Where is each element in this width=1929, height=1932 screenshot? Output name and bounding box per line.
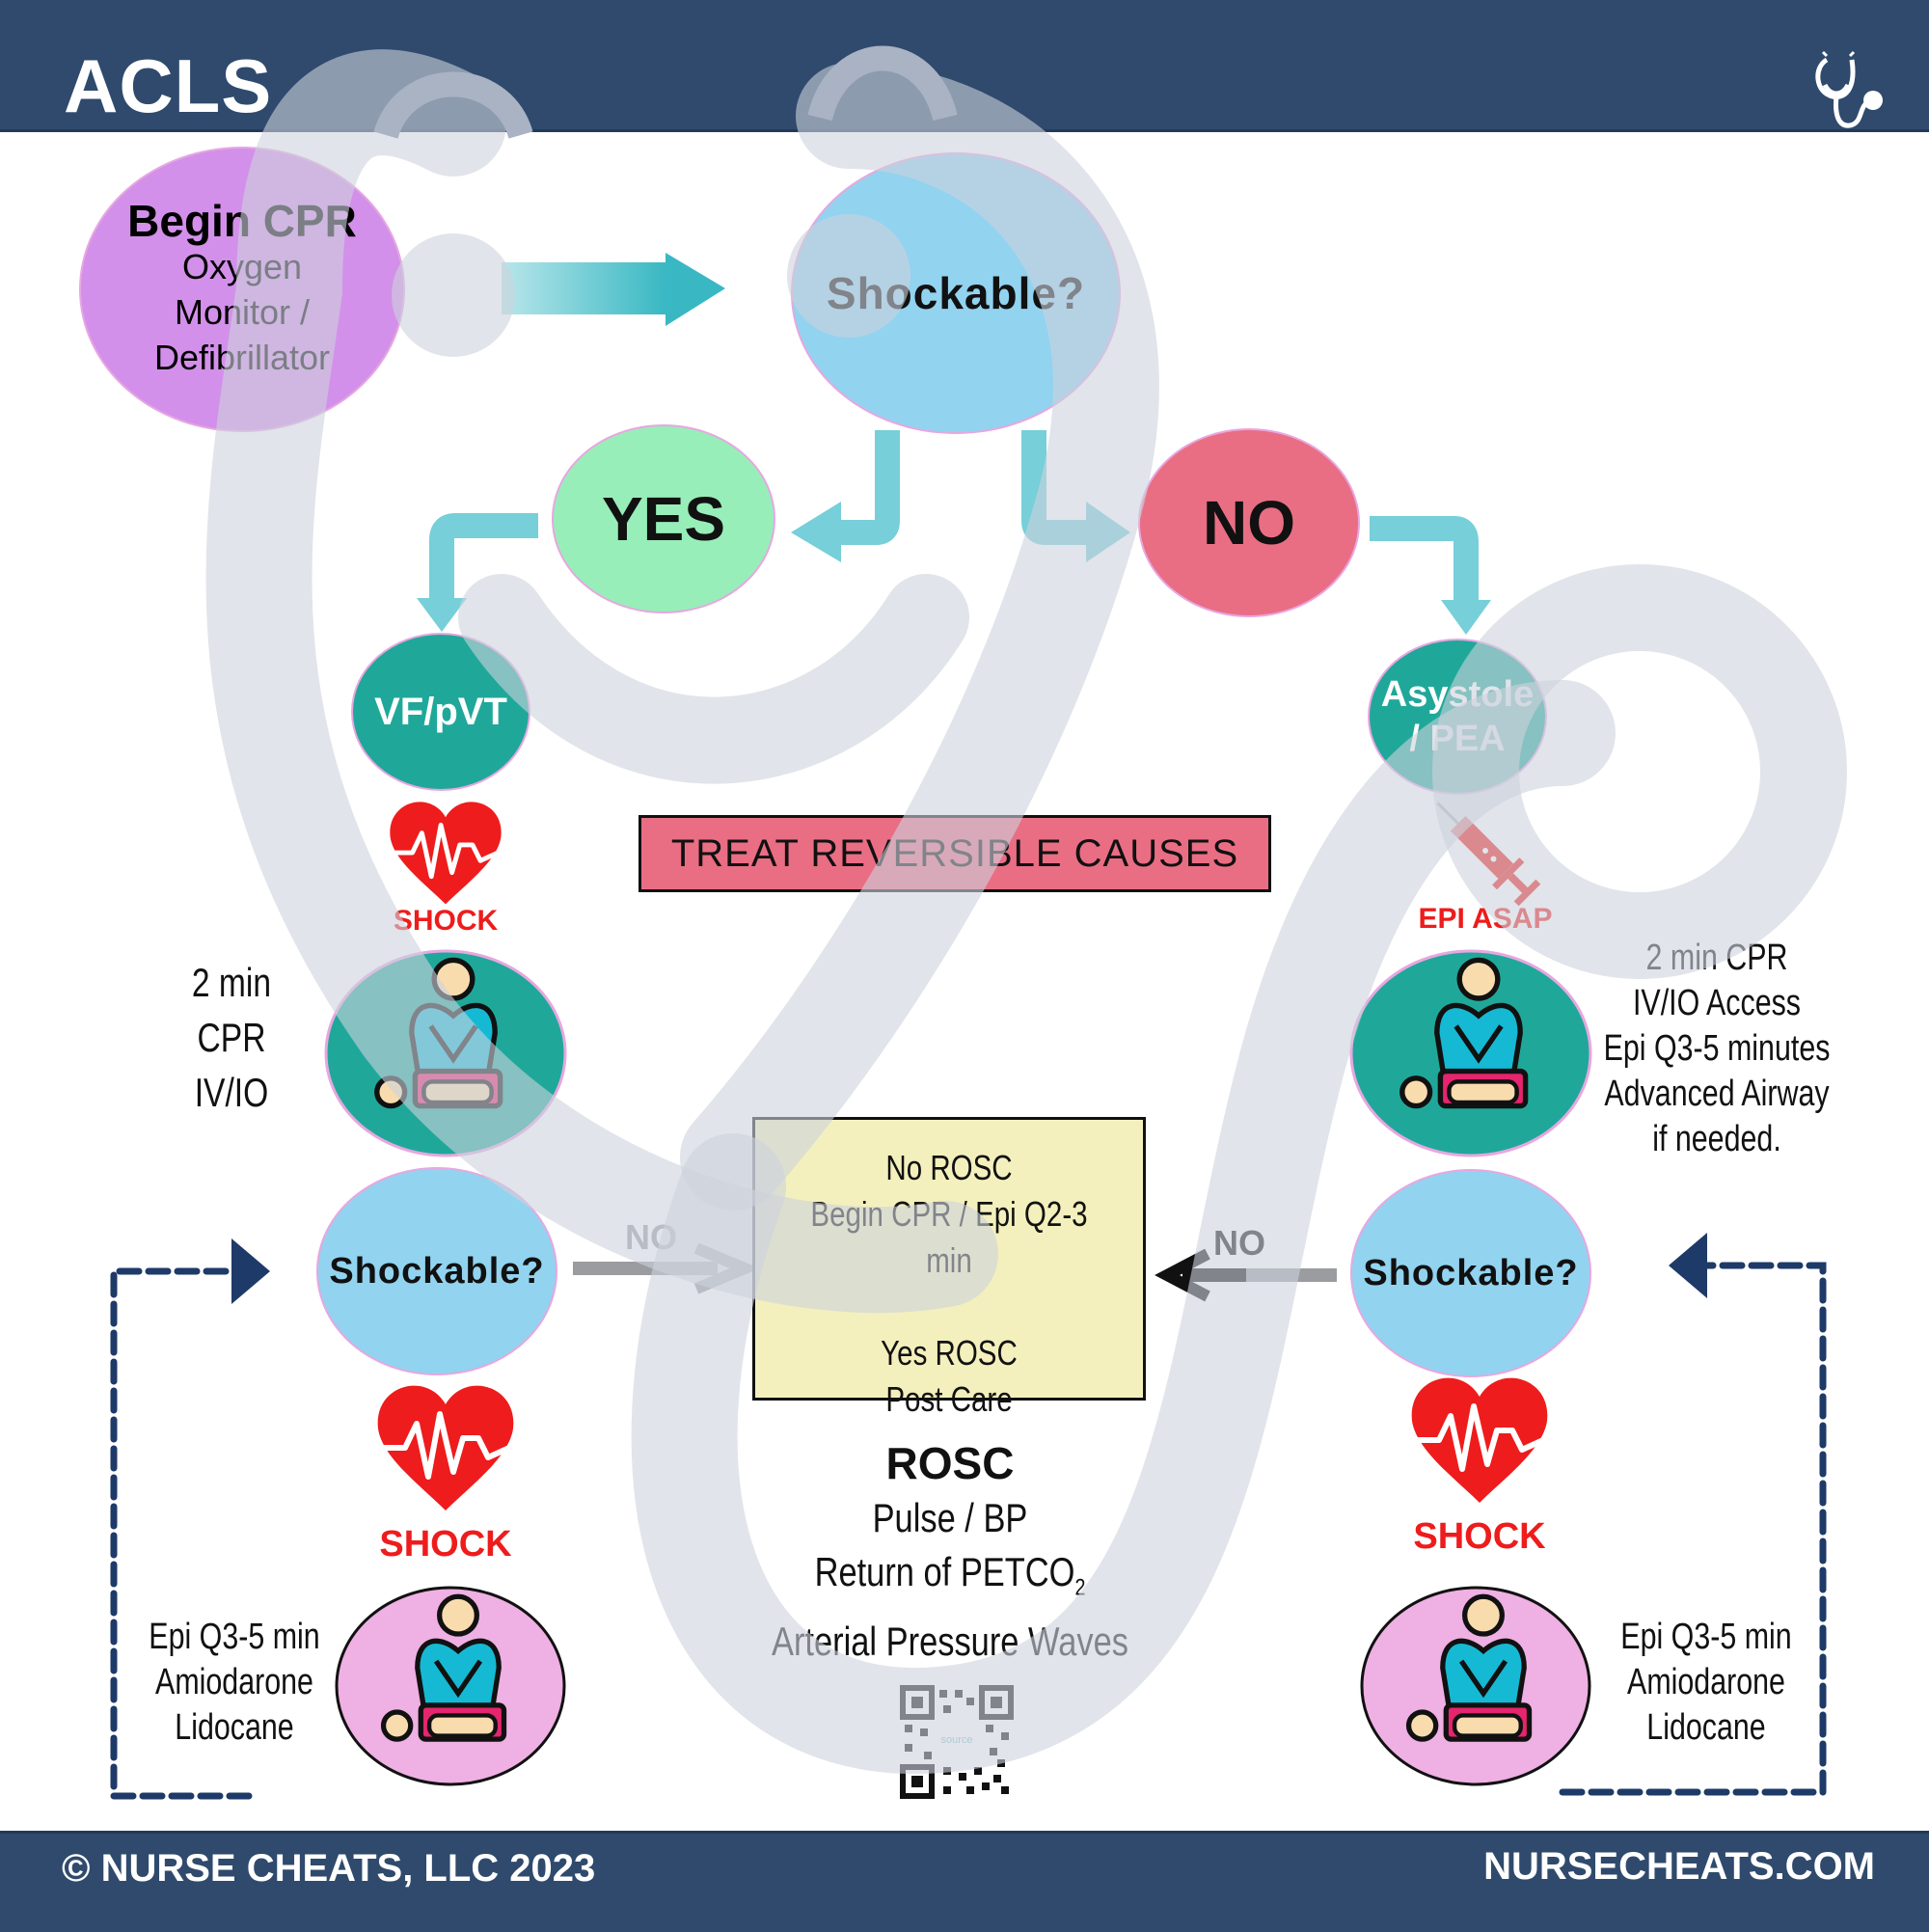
right-cpr-notes: 2 min CPR IV/IO Access Epi Q3-5 minutes … bbox=[1572, 936, 1861, 1162]
asystole-label: Asystole bbox=[1380, 674, 1535, 715]
cpr-circle-right bbox=[1349, 949, 1592, 1157]
shock-label: SHOCK bbox=[379, 1524, 512, 1565]
no-label: NO bbox=[1203, 488, 1295, 558]
petco-subscript: 2 bbox=[1074, 1574, 1086, 1601]
shockable-label: Shockable? bbox=[329, 1250, 545, 1292]
rosc-title: ROSC bbox=[885, 1438, 1015, 1488]
epi-asap-label: EPI ASAP bbox=[1418, 903, 1553, 935]
yes-node: YES bbox=[552, 424, 775, 613]
syringe-icon bbox=[1436, 802, 1541, 907]
no-arrow-label-right: NO bbox=[1213, 1223, 1265, 1263]
note-line: if needed. bbox=[1652, 1119, 1781, 1159]
note-line: Lidocane bbox=[1646, 1707, 1766, 1748]
begin-cpr-line: Defibrillator bbox=[153, 338, 331, 377]
copyright-text: © NURSE CHEATS, LLC 2023 bbox=[62, 1847, 596, 1890]
note-line: Amiodarone bbox=[1627, 1662, 1785, 1702]
vf-pvt-label: VF/pVT bbox=[374, 690, 507, 733]
website-link[interactable]: NURSECHEATS.COM bbox=[1483, 1845, 1875, 1888]
dashed-loop-right bbox=[1559, 1233, 1827, 1796]
vf-pvt-node: VF/pVT bbox=[351, 633, 530, 791]
footer-bar: © NURSE CHEATS, LLC 2023 NURSECHEATS.COM bbox=[0, 1831, 1929, 1932]
arrow-shockable-to-yes bbox=[791, 430, 900, 562]
heart-shock-icon bbox=[390, 802, 501, 904]
no-arrow-label-left: NO bbox=[625, 1217, 677, 1257]
cpr-circle-right-drugs bbox=[1360, 1586, 1591, 1786]
shockable-node-left: Shockable? bbox=[316, 1167, 557, 1375]
note-line: IV/IO Access bbox=[1632, 983, 1802, 1023]
rosc-line: Begin CPR / Epi Q2-3 min bbox=[810, 1194, 1088, 1280]
no-node: NO bbox=[1138, 428, 1360, 617]
rosc-signs: ROSC Pulse / BP Return of PETCO2 Arteria… bbox=[704, 1435, 1196, 1669]
note-line: CPR bbox=[197, 1015, 266, 1060]
heart-shock-icon bbox=[378, 1386, 514, 1510]
left-cpr-notes: 2 min CPR IV/IO bbox=[154, 955, 309, 1120]
stethoscope-smile-icon bbox=[1815, 50, 1883, 128]
begin-cpr-title: Begin CPR bbox=[127, 196, 357, 246]
pea-label: / PEA bbox=[1409, 719, 1506, 759]
begin-cpr-line: Monitor / bbox=[174, 292, 311, 332]
cpr-circle-left bbox=[324, 949, 567, 1157]
arrow-begin-to-shockable bbox=[502, 253, 725, 326]
note-line: 2 min bbox=[191, 960, 272, 1005]
note-line: Epi Q3-5 minutes bbox=[1603, 1028, 1831, 1069]
rosc-line: Post Care bbox=[885, 1379, 1013, 1419]
shock-label: SHOCK bbox=[393, 905, 499, 937]
rosc-sign-line: Pulse / BP bbox=[872, 1495, 1028, 1540]
qr-source-label: source bbox=[932, 1734, 982, 1746]
begin-cpr-line: Oxygen bbox=[181, 247, 303, 286]
shockable-label: Shockable? bbox=[826, 268, 1086, 318]
rosc-line: No ROSC bbox=[885, 1148, 1013, 1187]
petco-text: Return of PETCO bbox=[814, 1549, 1075, 1594]
heart-shock-icon bbox=[1412, 1378, 1548, 1503]
arrow-shockable-to-no bbox=[1021, 430, 1130, 562]
yes-label: YES bbox=[601, 484, 726, 554]
right-drug-notes: Epi Q3-5 min Amiodarone Lidocane bbox=[1597, 1615, 1815, 1751]
rosc-sign-petco: Return of PETCO2 bbox=[748, 1545, 1152, 1615]
rosc-line: Yes ROSC bbox=[881, 1333, 1018, 1373]
shockable-label: Shockable? bbox=[1363, 1252, 1579, 1293]
arrow-no-to-asystole bbox=[1370, 516, 1491, 635]
left-drug-notes: Epi Q3-5 min Amiodarone Lidocane bbox=[125, 1615, 343, 1751]
note-line: IV/IO bbox=[194, 1070, 269, 1115]
arrow-yes-to-vf bbox=[417, 513, 538, 632]
rosc-decision-box: No ROSC Begin CPR / Epi Q2-3 min Yes ROS… bbox=[752, 1117, 1146, 1419]
begin-cpr-node: Begin CPR Oxygen Monitor / Defibrillator bbox=[79, 147, 405, 432]
cpr-circle-left-drugs bbox=[335, 1586, 566, 1786]
rosc-sign-line: Arterial Pressure Waves bbox=[771, 1619, 1128, 1665]
shockable-node-right: Shockable? bbox=[1350, 1169, 1591, 1377]
asystole-pea-node: Asystole / PEA bbox=[1368, 639, 1547, 795]
shock-label: SHOCK bbox=[1413, 1516, 1546, 1557]
note-line: Amiodarone bbox=[155, 1662, 313, 1702]
note-line: Epi Q3-5 min bbox=[149, 1617, 320, 1657]
note-line: 2 min CPR bbox=[1645, 938, 1788, 978]
shockable-node-top: Shockable? bbox=[791, 152, 1121, 434]
note-line: Advanced Airway bbox=[1604, 1074, 1830, 1114]
treat-reversible-causes-banner: TREAT REVERSIBLE CAUSES bbox=[638, 815, 1271, 892]
rosc-spacer bbox=[790, 1284, 1108, 1330]
treat-label: TREAT REVERSIBLE CAUSES bbox=[670, 831, 1239, 875]
note-line: Epi Q3-5 min bbox=[1620, 1617, 1792, 1657]
note-line: Lidocane bbox=[175, 1707, 294, 1748]
